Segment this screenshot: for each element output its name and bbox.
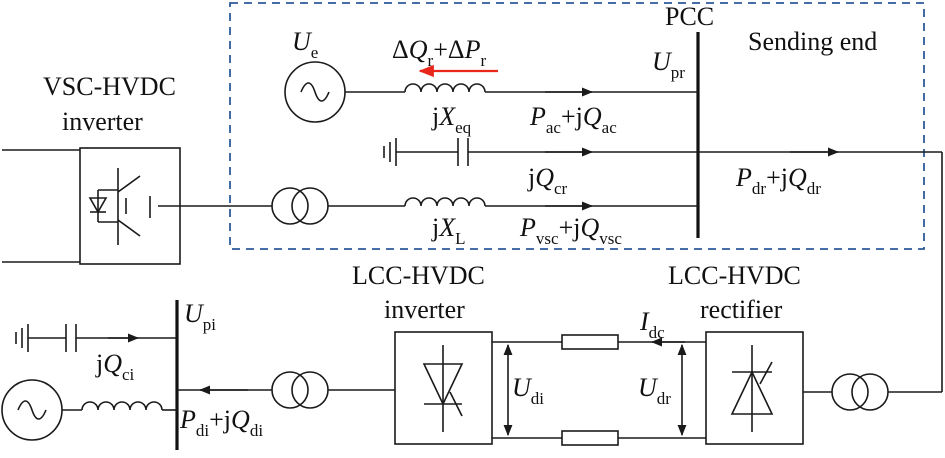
pdi-qdi-label: Pdi+jQdi	[179, 405, 263, 440]
jxl-label: jXL	[431, 213, 466, 248]
transformer-vsc	[271, 187, 309, 225]
thyristor-icon-rectifier	[730, 345, 774, 432]
idc-label: Idc	[639, 307, 665, 342]
pdr-qdr-label: Pdr+jQdr	[735, 163, 821, 198]
udi-label: Udi	[512, 373, 544, 408]
dc-line-resistor-top	[561, 334, 619, 350]
udr-label: Udr	[638, 373, 671, 408]
thyristor-icon-inverter	[422, 345, 464, 432]
pvsc-qvsc-label: Pvsc+jQvsc	[519, 213, 622, 248]
igbt-icon	[88, 168, 180, 245]
vsc-label-line2: inverter	[62, 107, 143, 136]
dq-dp-label: ΔQr+ΔPr	[392, 35, 486, 70]
sine-icon	[300, 82, 330, 102]
upr-label: Upr	[652, 47, 685, 82]
inductor-xeq	[404, 83, 486, 93]
inductor-xl	[404, 197, 486, 207]
transformer-lcc-rectifier	[831, 373, 869, 411]
lcc-rectifier-label-line2: rectifier	[700, 295, 783, 324]
dc-line-resistor-bottom	[561, 430, 619, 446]
transformer-lcc-inverter	[271, 371, 309, 409]
vsc-label-line1: VSC-HVDC	[43, 72, 176, 101]
sending-end-boundary	[229, 2, 925, 250]
lcc-inverter-label-line1: LCC-HVDC	[352, 261, 485, 290]
lcc-rectifier-box	[705, 331, 804, 445]
pac-qac-label: Pac+jQac	[529, 102, 617, 137]
upi-label: Upi	[184, 299, 216, 334]
ue-label: Ue	[292, 27, 318, 62]
sending-end-label: Sending end	[748, 27, 877, 56]
inductor-receiving	[81, 401, 163, 411]
jxeq-label: jXeq	[431, 102, 472, 137]
pcc-label: PCC	[665, 2, 714, 31]
lcc-rectifier-label-line1: LCC-HVDC	[668, 261, 801, 290]
jqcr-label: jQcr	[527, 163, 568, 198]
jqci-label: jQci	[95, 349, 135, 384]
sine-icon-receiving	[17, 400, 47, 420]
lcc-inverter-label-line2: inverter	[384, 295, 465, 324]
